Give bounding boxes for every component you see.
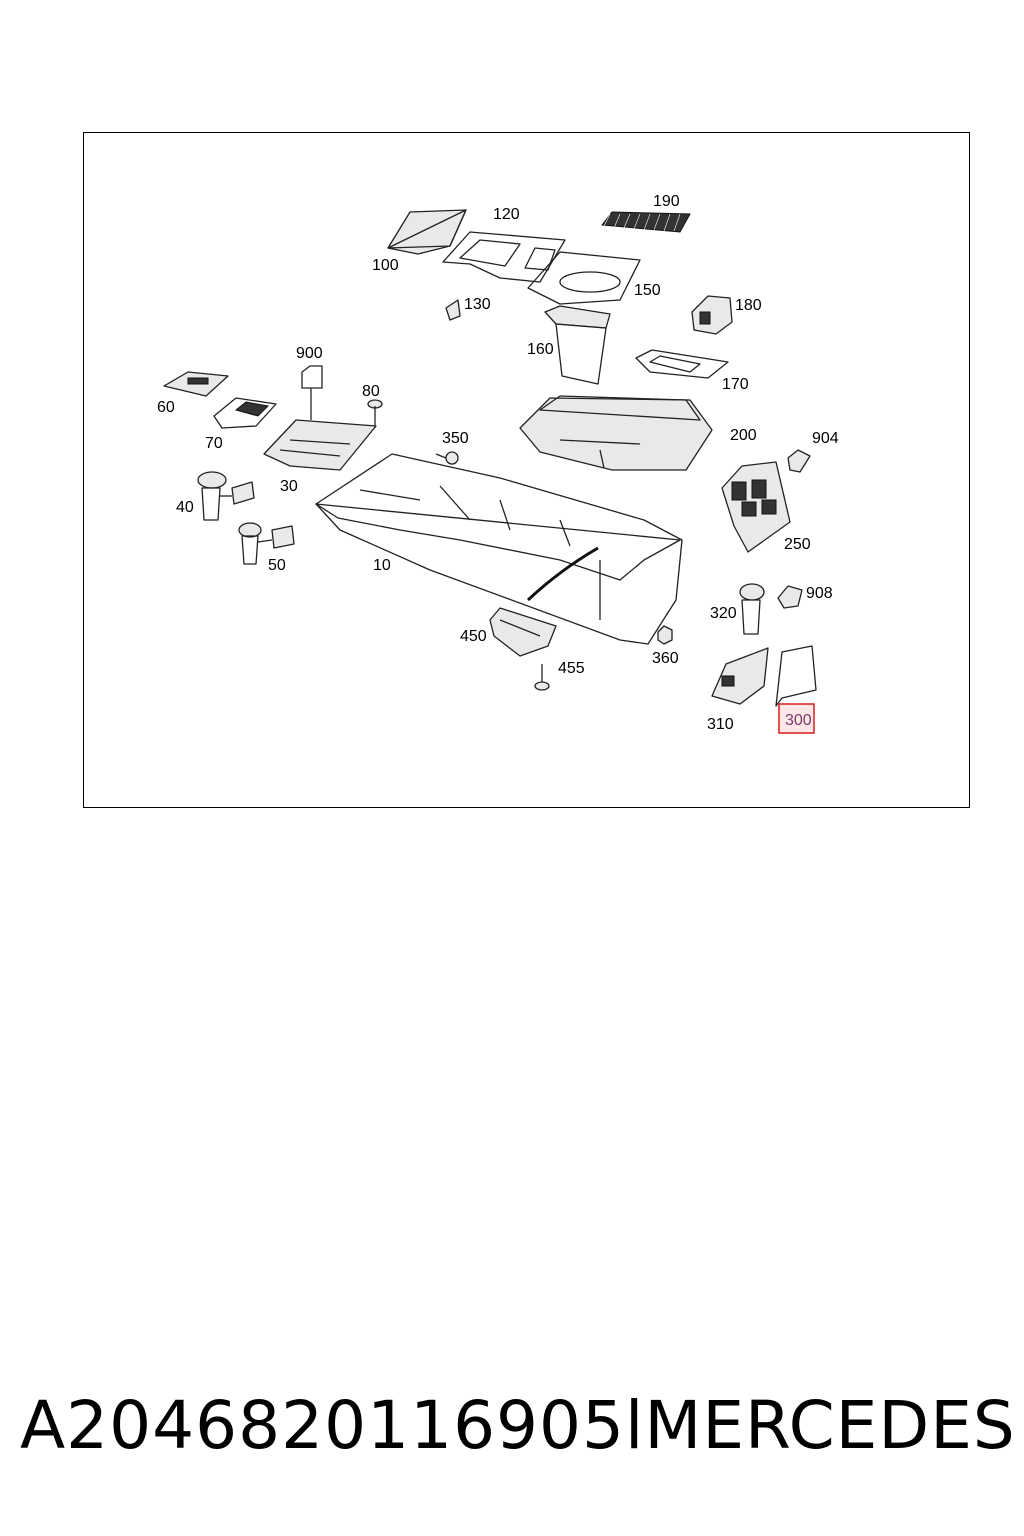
label-310: 310 [707, 716, 734, 733]
label-70: 70 [205, 435, 223, 452]
label-160: 160 [527, 341, 554, 358]
label-170: 170 [722, 376, 749, 393]
label-350: 350 [442, 430, 469, 447]
part-170-mat[interactable] [635, 349, 729, 379]
part-50-socket[interactable] [238, 522, 295, 565]
part-900-label[interactable] [301, 365, 323, 420]
part-70-tray[interactable] [213, 397, 277, 429]
label-200: 200 [730, 427, 757, 444]
label-320: 320 [710, 605, 737, 622]
part-130-clip[interactable] [445, 299, 461, 321]
part-60-tray[interactable] [163, 371, 229, 397]
brand-name: MERCEDES [644, 1386, 1016, 1464]
diagram-frame [83, 132, 970, 808]
part-350-screw[interactable] [435, 451, 459, 465]
label-130: 130 [464, 296, 491, 313]
part-180-bracket[interactable] [691, 295, 733, 335]
part-250-rear-vent-panel[interactable] [721, 461, 791, 553]
part-100-lid[interactable] [387, 209, 467, 255]
label-450: 450 [460, 628, 487, 645]
label-455: 455 [558, 660, 585, 677]
part-360-nut[interactable] [657, 625, 673, 645]
part-30-carrier[interactable] [263, 419, 377, 471]
label-190: 190 [653, 193, 680, 210]
label-250: 250 [784, 536, 811, 553]
part-160-cup-insert[interactable] [544, 305, 611, 385]
part-310-cover[interactable] [711, 647, 769, 705]
part-number: A2046820116905l [20, 1386, 645, 1464]
label-150: 150 [634, 282, 661, 299]
label-120: 120 [493, 206, 520, 223]
label-180: 180 [735, 297, 762, 314]
label-10: 10 [373, 557, 391, 574]
label-908: 908 [806, 585, 833, 602]
part-450-bracket[interactable] [489, 607, 557, 657]
part-320-socket[interactable] [739, 583, 765, 635]
part-190-grille[interactable] [601, 211, 691, 233]
part-200-armrest[interactable] [519, 395, 713, 471]
part-300-panel[interactable] [775, 645, 817, 707]
part-80-screw[interactable] [367, 399, 383, 428]
label-80: 80 [362, 383, 380, 400]
part-120-trim-frame[interactable] [442, 231, 566, 283]
part-455-screw[interactable] [534, 664, 550, 691]
label-100: 100 [372, 257, 399, 274]
label-30: 30 [280, 478, 298, 495]
part-904-label[interactable] [787, 449, 811, 473]
part-908-label[interactable] [777, 585, 803, 609]
label-904: 904 [812, 430, 839, 447]
label-40: 40 [176, 499, 194, 516]
label-360: 360 [652, 650, 679, 667]
part-10-console-body[interactable] [315, 453, 683, 645]
label-900: 900 [296, 345, 323, 362]
label-300-highlighted[interactable]: 300 [785, 712, 812, 729]
label-60: 60 [157, 399, 175, 416]
part-150-cupholder-trim[interactable] [527, 251, 641, 305]
part-40-socket[interactable] [197, 471, 255, 521]
label-50: 50 [268, 557, 286, 574]
highlight-300-box [778, 703, 815, 734]
caption: A2046820116905l MERCEDES [20, 1380, 1015, 1470]
